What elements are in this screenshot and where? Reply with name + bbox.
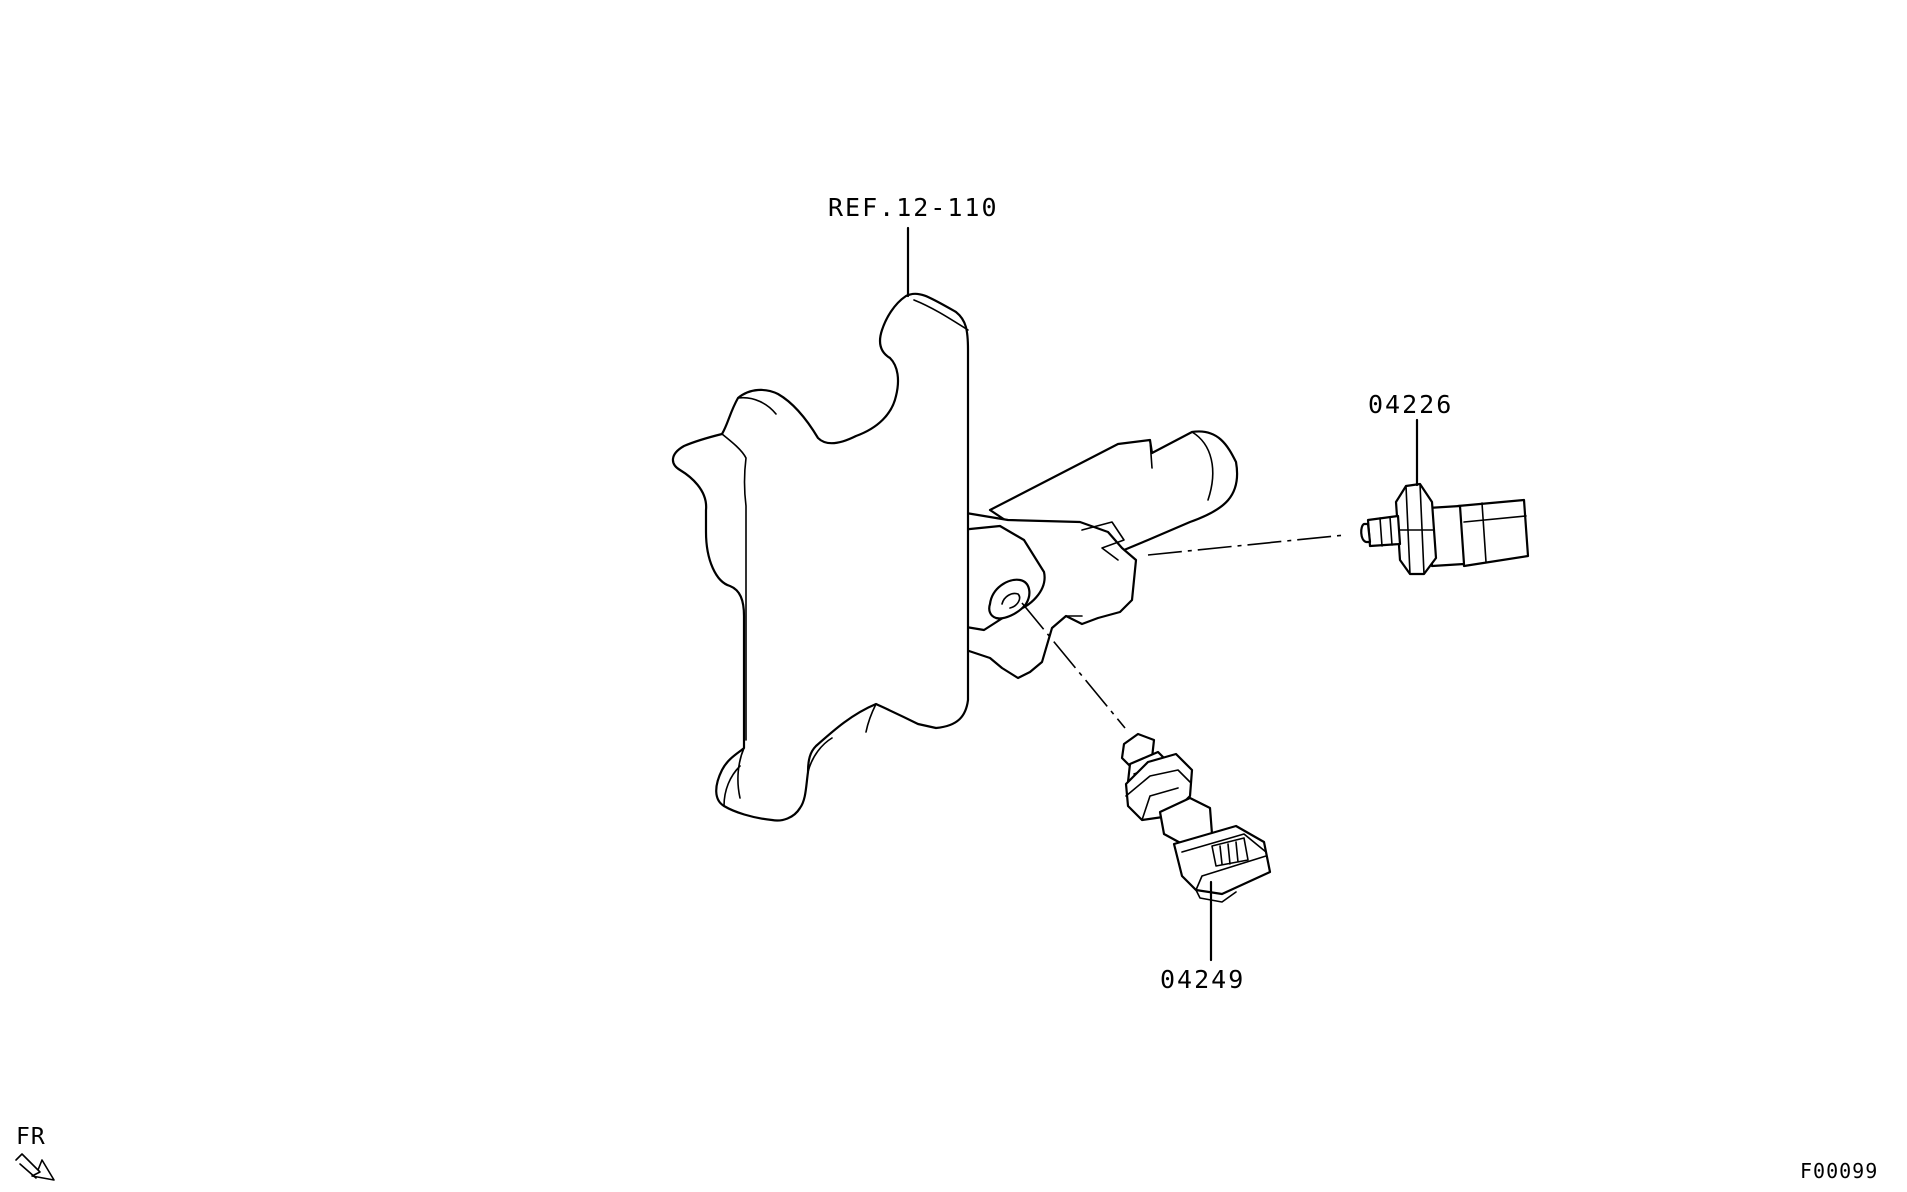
install-line-04226 <box>1147 534 1346 556</box>
install-line-04249 <box>1021 602 1126 729</box>
figure-code: F00099 <box>1800 1159 1878 1183</box>
sensor-04249[interactable] <box>1120 732 1272 962</box>
part-number-04226[interactable]: 04226 <box>1368 390 1453 419</box>
front-marker-label: FR <box>16 1124 46 1150</box>
sensor-04226-hex <box>1394 482 1438 576</box>
ref-label: REF.12-110 <box>828 193 999 222</box>
sensor-04226[interactable] <box>1360 418 1530 576</box>
part-number-04249[interactable]: 04249 <box>1160 965 1245 994</box>
sensor-04226-connector <box>1456 498 1530 568</box>
housing-flange <box>671 292 970 822</box>
sensor-04226-thread <box>1366 514 1402 548</box>
front-arrow-icon <box>15 1153 55 1181</box>
sensor-port <box>988 578 1031 620</box>
bracket-housing <box>671 292 1239 822</box>
connector-latch <box>1211 837 1249 867</box>
